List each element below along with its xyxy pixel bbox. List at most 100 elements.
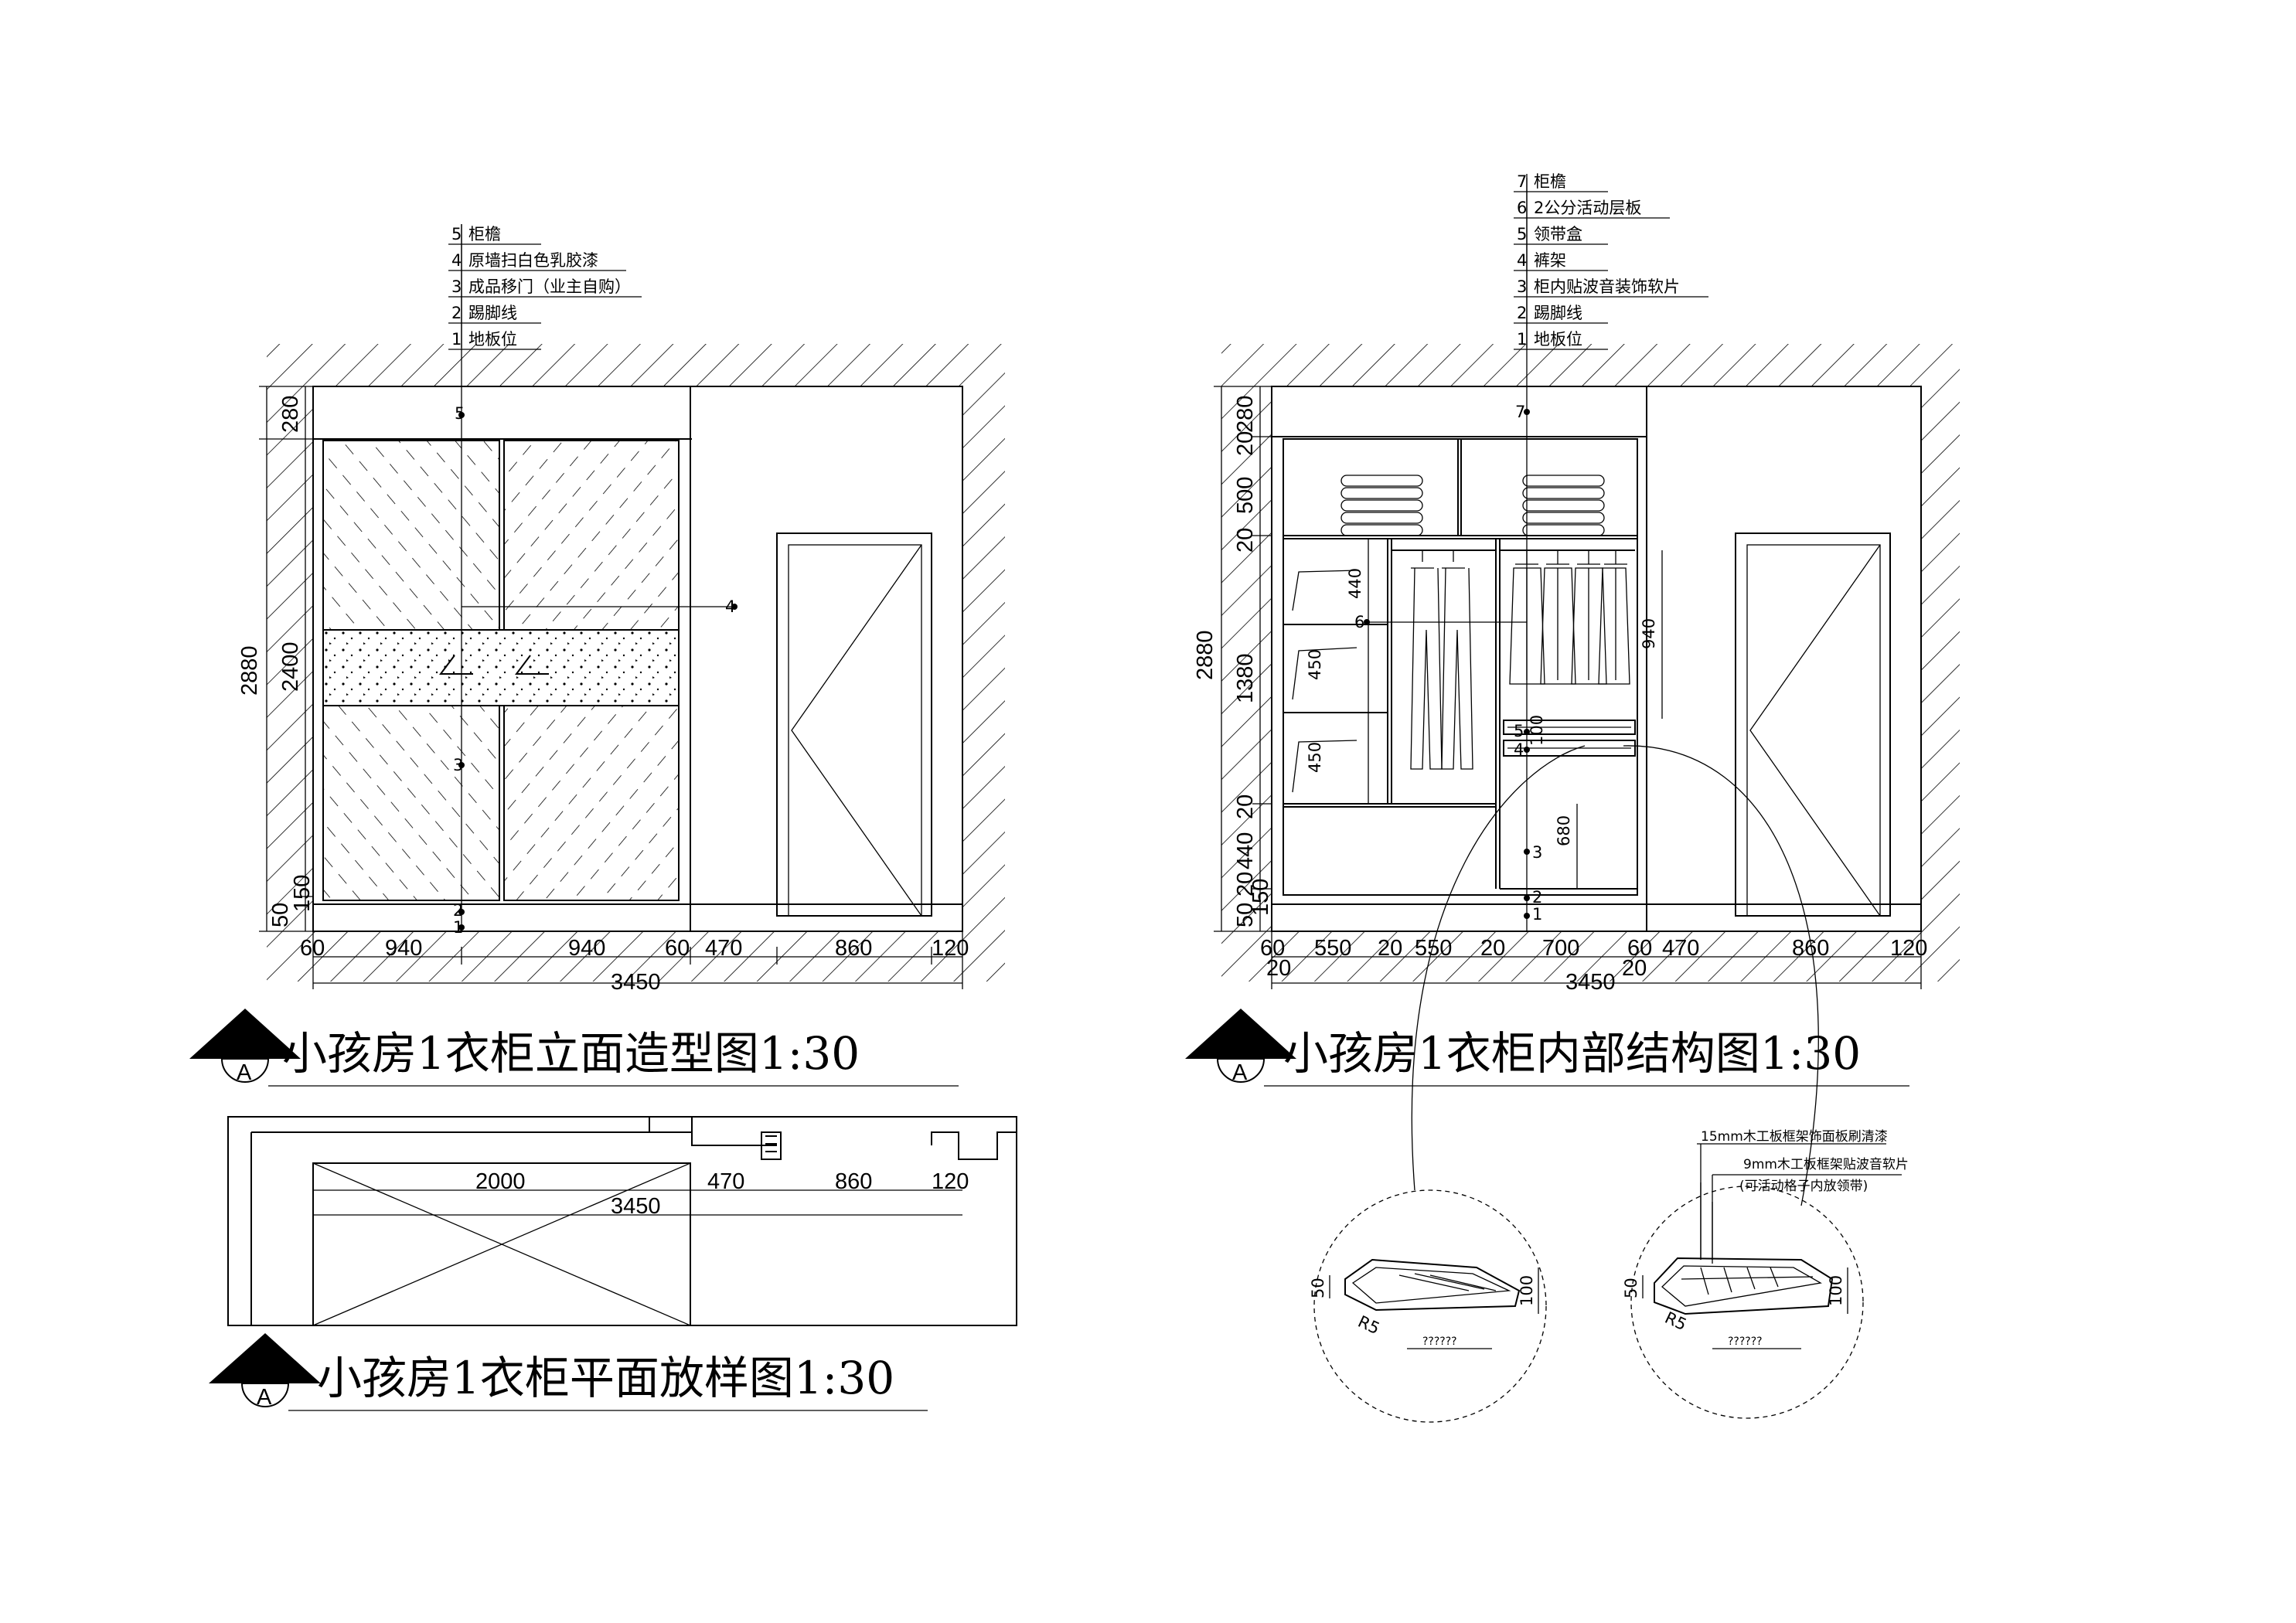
dim-text: 500 <box>1233 477 1258 514</box>
symbol-bottom: A <box>237 1060 252 1085</box>
dim-text: 280 <box>278 396 303 433</box>
detail-note: 15mm木工板框架饰面板刷清漆 <box>1701 1129 1888 1145</box>
dim-text: 940 <box>568 936 605 961</box>
legend-num: 6 <box>1517 199 1527 217</box>
dim-text: 860 <box>835 1169 872 1194</box>
symbol-bottom: A <box>257 1385 272 1410</box>
hanging-shirts <box>1509 550 1630 685</box>
left-elevation: 5 4 3 2 1 5 柜檐 4 原墙扫白色乳胶漆 3 成品移门（业主自购） 2… <box>189 224 1005 1087</box>
legend-num: 7 <box>1517 172 1527 191</box>
dim-text: 150 <box>1248 879 1273 916</box>
marker-label: 3 <box>453 756 463 774</box>
marker-label: 6 <box>1354 613 1364 631</box>
detail-tray-2: 50 100 R5 ?????? 15mm木工板框架饰面板刷清漆 9mm木工板框… <box>1622 1129 1909 1349</box>
dim-text: 120 <box>1890 936 1927 961</box>
legend-num: 3 <box>451 277 462 296</box>
radius-label: R5 <box>1662 1308 1689 1335</box>
title-block-left: 6 A 小孩房1衣柜立面造型图1:30 <box>189 1009 959 1087</box>
dims-vertical-right: 2880 280 20 500 20 1380 20 440 20 50 150 <box>1193 386 1273 932</box>
dim-text: 470 <box>707 1169 744 1194</box>
legend-text: 2公分活动层板 <box>1534 199 1641 217</box>
marker-label: 1 <box>453 918 463 937</box>
dim-text: 20 <box>1480 936 1505 961</box>
door-handle-left <box>439 655 473 675</box>
marker-dot <box>1524 747 1530 753</box>
legend-text: 柜檐 <box>468 225 501 243</box>
dim-text: 2880 <box>1193 630 1218 680</box>
legend-num: 4 <box>451 251 462 270</box>
dim-text: 60 <box>1627 936 1652 961</box>
room-door-inner <box>1746 544 1881 917</box>
dim-text: 50 <box>1233 903 1258 927</box>
marker-label: 3 <box>1532 843 1542 862</box>
legend-text: 领带盒 <box>1534 225 1582 243</box>
plan-cabinet <box>312 1162 691 1326</box>
drawing-title: 小孩房1衣柜内部结构图1:30 <box>1283 1027 1861 1080</box>
legend-num: 2 <box>451 304 462 322</box>
legend-right: 7 柜檐 6 2公分活动层板 5 领带盒 4 裤架 3 柜内贴波音装饰软片 2 … <box>1514 172 1708 350</box>
dim-text: 550 <box>1415 936 1452 961</box>
hanging-trousers <box>1410 550 1473 770</box>
dim-text: 20 <box>1233 431 1258 456</box>
marker-label: 2 <box>1532 888 1542 907</box>
detail-circle <box>1630 1186 1864 1419</box>
room-door <box>776 532 932 917</box>
detail-note: (可活动格子内放领带) <box>1739 1179 1868 1194</box>
dim-text: 20 <box>1266 956 1291 981</box>
dim-text: 440 <box>1233 832 1258 869</box>
dim-text: 20 <box>1233 794 1258 819</box>
dim-text: 860 <box>835 936 872 961</box>
dim-text: 280 <box>1233 396 1258 433</box>
dim-text: 120 <box>932 1169 969 1194</box>
room-door-swing <box>791 544 922 917</box>
marker-dot <box>458 909 465 915</box>
marker-dot <box>458 412 465 418</box>
cabinet-frame <box>1271 386 1922 932</box>
detail-circle <box>1313 1189 1547 1423</box>
legend-text: 柜檐 <box>1534 172 1566 191</box>
symbol-bottom: A <box>1232 1060 1248 1085</box>
dim-total: 3450 <box>1565 970 1616 995</box>
folded-clothes-left <box>1340 475 1423 536</box>
dim-text: 470 <box>1662 936 1699 961</box>
legend-text: 原墙扫白色乳胶漆 <box>468 251 598 270</box>
dim-total: 3450 <box>611 1194 661 1219</box>
cabinet-frame <box>312 386 963 932</box>
dim-text: 680 <box>1555 815 1573 846</box>
marker-label: 2 <box>453 901 463 920</box>
dim-text: 100 <box>1518 1275 1536 1306</box>
dim-text: 20 <box>1233 872 1258 897</box>
dim-text: 100 <box>1528 715 1546 746</box>
marker-dot <box>1364 619 1370 625</box>
dim-text: 50 <box>1309 1278 1327 1298</box>
dim-text: 100 <box>1827 1275 1845 1306</box>
detail-note: 9mm木工板框架贴波音软片 <box>1743 1157 1909 1172</box>
marker-label: 5 <box>1514 722 1524 740</box>
dim-text: 60 <box>665 936 690 961</box>
folded-clothes-right <box>1522 475 1605 536</box>
legend-left: 5 柜檐 4 原墙扫白色乳胶漆 3 成品移门（业主自购） 2 踢脚线 1 地板位 <box>448 224 642 350</box>
dim-text: 450 <box>1306 649 1324 680</box>
symbol-top: 6 <box>1232 1036 1245 1060</box>
plan-wall <box>227 1116 1017 1326</box>
dim-text: 860 <box>1792 936 1829 961</box>
dims-horizontal-right: 60 550 20 550 20 700 60 470 860 120 20 2… <box>1260 931 1927 995</box>
legend-text: 地板位 <box>468 330 517 349</box>
dims-horizontal-left: 60 940 940 60 470 860 120 3450 <box>300 931 969 995</box>
right-elevation: 440 450 450 940 680 100 7 6 5 4 3 2 1 <box>1185 172 1960 1087</box>
drawing-title: 小孩房1衣柜立面造型图1:30 <box>282 1027 860 1080</box>
dim-text: 2000 <box>475 1169 526 1194</box>
legend-text: 柜内贴波音装饰软片 <box>1534 277 1680 296</box>
drawing-title: 小孩房1衣柜平面放样图1:30 <box>317 1352 894 1404</box>
side-shelf-outline <box>1292 570 1358 793</box>
legend-text: 踢脚线 <box>468 304 517 322</box>
plan-window <box>649 1116 693 1133</box>
dims-interior: 440 450 450 940 680 100 <box>1306 539 1663 889</box>
radius-label: R5 <box>1355 1312 1382 1339</box>
symbol-top: 6 <box>257 1360 269 1385</box>
dim-text: 50 <box>268 903 293 927</box>
marker-dot <box>1524 729 1530 735</box>
legend-num: 1 <box>1517 330 1527 349</box>
plan-wall-inner <box>250 1117 1017 1325</box>
detail-views: 50 100 R5 ?????? 50 100 R5 ?????? 15mm木工… <box>1309 745 1909 1423</box>
